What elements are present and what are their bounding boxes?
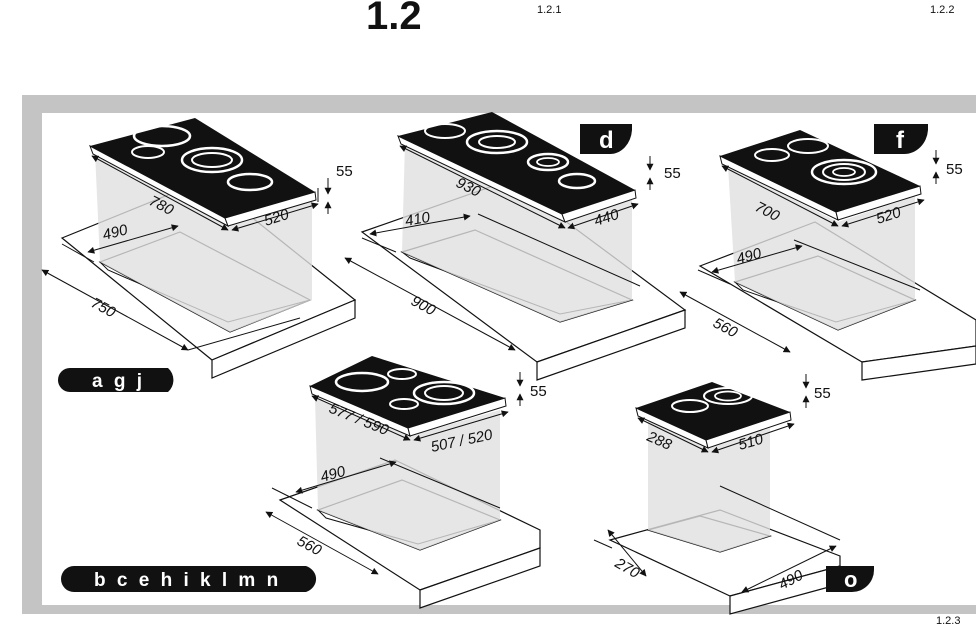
- cooking-zone-inner-ring: [424, 385, 464, 401]
- dimension-line-depth: [841, 198, 925, 228]
- dimension-line-cut-width: [679, 291, 791, 353]
- cooking-zone: [412, 380, 476, 406]
- cooking-zone: [132, 124, 192, 148]
- variant-f: f 700 520 55 490 560: [679, 124, 976, 381]
- badge-label: f: [896, 127, 905, 154]
- subsection-3-label: 1.2.3: [936, 615, 961, 627]
- dimension-line-cut-depth: [607, 529, 647, 577]
- badge-label: a g j: [92, 371, 145, 392]
- dimension-line-depth: [711, 422, 795, 454]
- cut-width-label: 750: [88, 295, 119, 322]
- cooking-zone: [754, 148, 790, 162]
- height-label: 55: [530, 383, 547, 400]
- dimension-line-cut-depth: [711, 244, 803, 274]
- dimension-line-width: [399, 145, 566, 229]
- variant-d: d 930 440 55 410 900: [344, 112, 687, 381]
- cooking-zone-inner-ring: [714, 390, 742, 402]
- dimension-line-width: [91, 155, 229, 231]
- subsection-1-label: 1.2.1: [537, 4, 562, 16]
- dimension-line-cut-depth: [87, 224, 179, 254]
- cut-depth-label: 270: [611, 554, 643, 582]
- cooking-zone: [424, 123, 466, 139]
- dimension-line-depth: [413, 410, 509, 442]
- height-label: 55: [814, 385, 831, 402]
- cut-depth-label: 490: [319, 463, 348, 486]
- variant-bcehiklmn: 577 / 590 507 / 520 55 490 560 b c e h i…: [61, 356, 547, 609]
- variant-agj: 780 520 55 490 750 a g j: [41, 118, 357, 392]
- subsection-2-label: 1.2.2: [930, 4, 955, 16]
- section-number: 1.2: [366, 0, 422, 38]
- dimension-line-cut-depth: [369, 213, 471, 237]
- cut-width-label: 560: [710, 315, 741, 342]
- badge-label: o: [844, 567, 857, 592]
- height-label: 55: [664, 165, 681, 182]
- cooking-zone: [671, 399, 709, 413]
- dimension-line-width: [637, 417, 709, 453]
- dimension-line-cut-depth: [295, 460, 397, 494]
- model-badge-d: d: [580, 124, 632, 155]
- depth-label: 510: [736, 430, 765, 453]
- cooking-zone: [703, 387, 753, 405]
- dimension-line-width: [311, 395, 411, 441]
- dimension-line-cut-width: [265, 511, 379, 575]
- cut-depth-label: 410: [404, 209, 432, 230]
- dimension-line-cut-width: [41, 269, 189, 351]
- badge-label: b c e h i k l m n: [94, 570, 281, 591]
- dimension-line-cut-width: [344, 257, 516, 351]
- dimension-line-depth: [231, 202, 319, 232]
- model-badge-bcehiklmn: b c e h i k l m n: [61, 566, 317, 592]
- model-badge-f: f: [874, 124, 928, 155]
- model-badge-agj: a g j: [58, 368, 174, 392]
- height-label: 55: [336, 163, 353, 180]
- variant-o: 288 510 55 270 490 o: [593, 374, 874, 615]
- dimension-line-cut-width: [741, 545, 837, 593]
- cut-depth-label: 490: [735, 245, 764, 268]
- dimension-line-width: [721, 165, 839, 227]
- cooking-zone: [387, 368, 417, 380]
- cut-width-label: 900: [408, 293, 439, 320]
- cut-width-label: 560: [294, 533, 325, 560]
- dimension-line-depth: [567, 202, 639, 230]
- cooking-zone: [787, 138, 829, 154]
- cooking-zone: [334, 371, 390, 393]
- model-badge-o: o: [826, 566, 874, 592]
- height-label: 55: [946, 161, 963, 178]
- badge-label: d: [599, 127, 614, 154]
- cut-depth-label: 490: [101, 221, 130, 244]
